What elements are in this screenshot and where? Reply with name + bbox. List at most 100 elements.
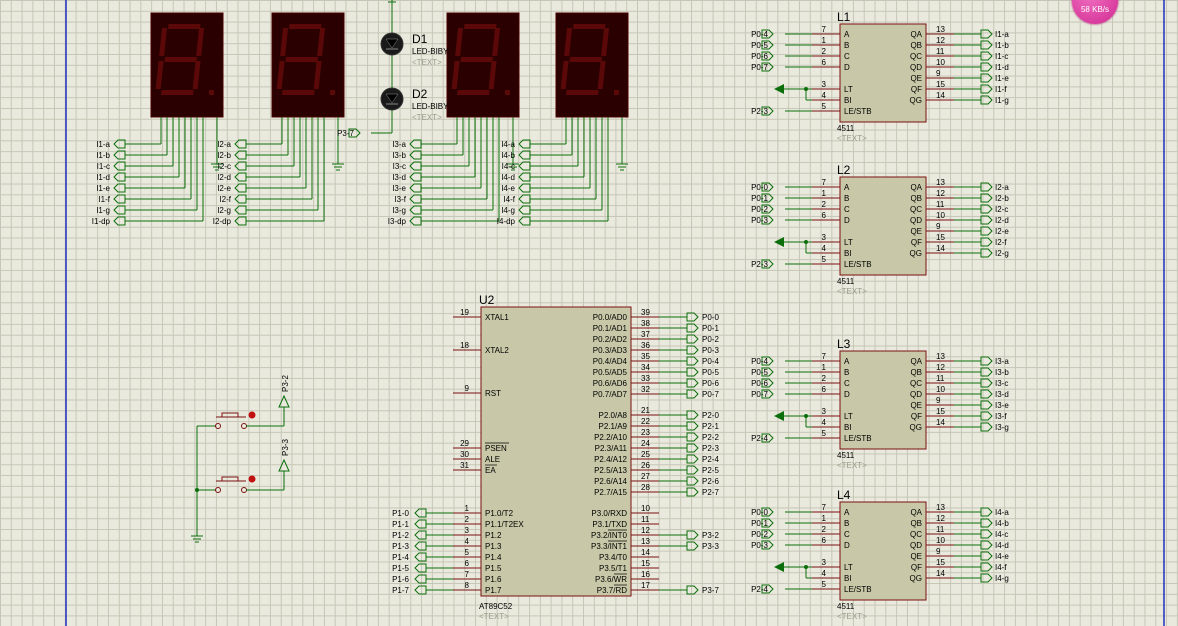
net-terminal-strobe[interactable] (761, 433, 774, 443)
net-terminal-P0-1[interactable] (761, 518, 774, 528)
net-terminal-P0-7[interactable] (686, 389, 699, 399)
net-terminal-I3-dp[interactable] (409, 216, 422, 226)
net-terminal-P0-6[interactable] (761, 378, 774, 388)
net-terminal-P0-7[interactable] (761, 62, 774, 72)
decoder-l2[interactable]: L27A1B2C6D3LT4BI5LE/STBP0-0P0-1P0-2P0-3P… (751, 163, 1009, 296)
net-terminal-strobe[interactable] (761, 259, 774, 269)
net-terminal-P0-0[interactable] (686, 312, 699, 322)
net-terminal-P2-7[interactable] (686, 487, 699, 497)
pushbutton-2[interactable]: P3-3 (197, 439, 290, 493)
net-terminal-I1-b[interactable] (113, 150, 126, 160)
net-terminal-P2-5[interactable] (686, 465, 699, 475)
net-terminal-P0-4[interactable] (761, 29, 774, 39)
net-terminal-I2-d[interactable] (980, 215, 993, 225)
net-terminal-P2-6[interactable] (686, 476, 699, 486)
net-terminal-I2-f[interactable] (234, 194, 247, 204)
net-terminal-I1-f[interactable] (980, 84, 993, 94)
net-terminal-P2-1[interactable] (686, 421, 699, 431)
net-terminal-I1-c[interactable] (980, 51, 993, 61)
net-terminal-P3-3[interactable] (686, 541, 699, 551)
net-terminal-P0-4[interactable] (761, 356, 774, 366)
net-terminal-I3-f[interactable] (980, 411, 993, 421)
net-terminal-I2-c[interactable] (234, 161, 247, 171)
net-terminal-I4-e[interactable] (980, 551, 993, 561)
net-terminal-I2-e[interactable] (234, 183, 247, 193)
net-terminal-P3-3[interactable] (278, 458, 290, 472)
net-terminal-I3-c[interactable] (980, 378, 993, 388)
net-terminal-I4-c[interactable] (980, 529, 993, 539)
net-terminal-I3-a[interactable] (980, 356, 993, 366)
net-terminal-P2-2[interactable] (686, 432, 699, 442)
net-terminal-P1-1[interactable] (414, 519, 427, 529)
net-terminal-P0-2[interactable] (761, 529, 774, 539)
net-terminal-P0-0[interactable] (761, 507, 774, 517)
net-terminal-P2-4[interactable] (686, 454, 699, 464)
net-terminal-P2-0[interactable] (686, 410, 699, 420)
net-terminal-strobe[interactable] (761, 584, 774, 594)
net-terminal-I3-g[interactable] (980, 422, 993, 432)
net-terminal-P0-1[interactable] (761, 193, 774, 203)
net-terminal-strobe[interactable] (761, 106, 774, 116)
net-terminal-I3-e[interactable] (409, 183, 422, 193)
net-terminal-I3-d[interactable] (980, 389, 993, 399)
net-terminal-P1-6[interactable] (414, 574, 427, 584)
net-terminal-I1-f[interactable] (113, 194, 126, 204)
net-terminal-I4-dp[interactable] (518, 216, 531, 226)
net-terminal-I1-d[interactable] (980, 62, 993, 72)
net-terminal-led[interactable] (348, 128, 361, 138)
net-terminal-P1-4[interactable] (414, 552, 427, 562)
net-terminal-I2-a[interactable] (234, 139, 247, 149)
seven-segment-display-4[interactable]: I4-aI4-bI4-cI4-dI4-eI4-fI4-gI4-dp (497, 12, 629, 226)
net-terminal-P0-5[interactable] (761, 367, 774, 377)
net-terminal-P1-5[interactable] (414, 563, 427, 573)
net-terminal-I2-f[interactable] (980, 237, 993, 247)
net-terminal-I3-b[interactable] (980, 367, 993, 377)
net-terminal-I2-e[interactable] (980, 226, 993, 236)
net-terminal-P0-7[interactable] (761, 389, 774, 399)
net-terminal-I3-d[interactable] (409, 172, 422, 182)
net-terminal-P0-3[interactable] (686, 345, 699, 355)
net-terminal-I4-d[interactable] (980, 540, 993, 550)
net-terminal-I4-d[interactable] (518, 172, 531, 182)
net-terminal-I4-f[interactable] (518, 194, 531, 204)
net-terminal-P1-7[interactable] (414, 585, 427, 595)
net-terminal-I2-dp[interactable] (234, 216, 247, 226)
net-terminal-I4-g[interactable] (980, 573, 993, 583)
seven-segment-display-3[interactable]: I3-aI3-bI3-cI3-dI3-eI3-fI3-gI3-dp (388, 12, 520, 226)
net-terminal-I2-d[interactable] (234, 172, 247, 182)
net-terminal-P1-3[interactable] (414, 541, 427, 551)
net-terminal-I2-a[interactable] (980, 182, 993, 192)
net-terminal-I4-c[interactable] (518, 161, 531, 171)
net-terminal-I4-f[interactable] (980, 562, 993, 572)
net-terminal-I4-a[interactable] (980, 507, 993, 517)
net-terminal-I3-f[interactable] (409, 194, 422, 204)
net-terminal-I1-e[interactable] (980, 73, 993, 83)
net-terminal-P1-2[interactable] (414, 530, 427, 540)
net-terminal-P0-2[interactable] (761, 204, 774, 214)
net-terminal-I1-g[interactable] (980, 95, 993, 105)
net-terminal-I1-b[interactable] (980, 40, 993, 50)
net-terminal-I3-c[interactable] (409, 161, 422, 171)
net-terminal-P0-3[interactable] (761, 215, 774, 225)
decoder-l1[interactable]: L17A1B2C6D3LT4BI5LE/STBP0-4P0-5P0-6P0-7P… (751, 10, 1009, 143)
net-terminal-P1-0[interactable] (414, 508, 427, 518)
decoder-l4[interactable]: L47A1B2C6D3LT4BI5LE/STBP0-0P0-1P0-2P0-3P… (751, 488, 1009, 621)
decoder-l3[interactable]: L37A1B2C6D3LT4BI5LE/STBP0-4P0-5P0-6P0-7P… (751, 337, 1009, 470)
net-terminal-I1-d[interactable] (113, 172, 126, 182)
net-terminal-P0-6[interactable] (761, 51, 774, 61)
net-terminal-I3-a[interactable] (409, 139, 422, 149)
mcu-body[interactable] (480, 306, 632, 597)
net-terminal-I1-g[interactable] (113, 205, 126, 215)
microcontroller[interactable]: U219XTAL118XTAL29RST29PSEN30ALE31EA1P1.0… (392, 293, 719, 621)
net-terminal-P0-0[interactable] (761, 182, 774, 192)
net-terminal-P0-6[interactable] (686, 378, 699, 388)
net-terminal-I1-a[interactable] (980, 29, 993, 39)
net-terminal-I2-b[interactable] (980, 193, 993, 203)
pushbutton-1[interactable]: P3-2 (197, 375, 290, 429)
net-terminal-I4-e[interactable] (518, 183, 531, 193)
net-terminal-P3-7[interactable] (686, 585, 699, 595)
net-terminal-I3-b[interactable] (409, 150, 422, 160)
net-terminal-I3-g[interactable] (409, 205, 422, 215)
